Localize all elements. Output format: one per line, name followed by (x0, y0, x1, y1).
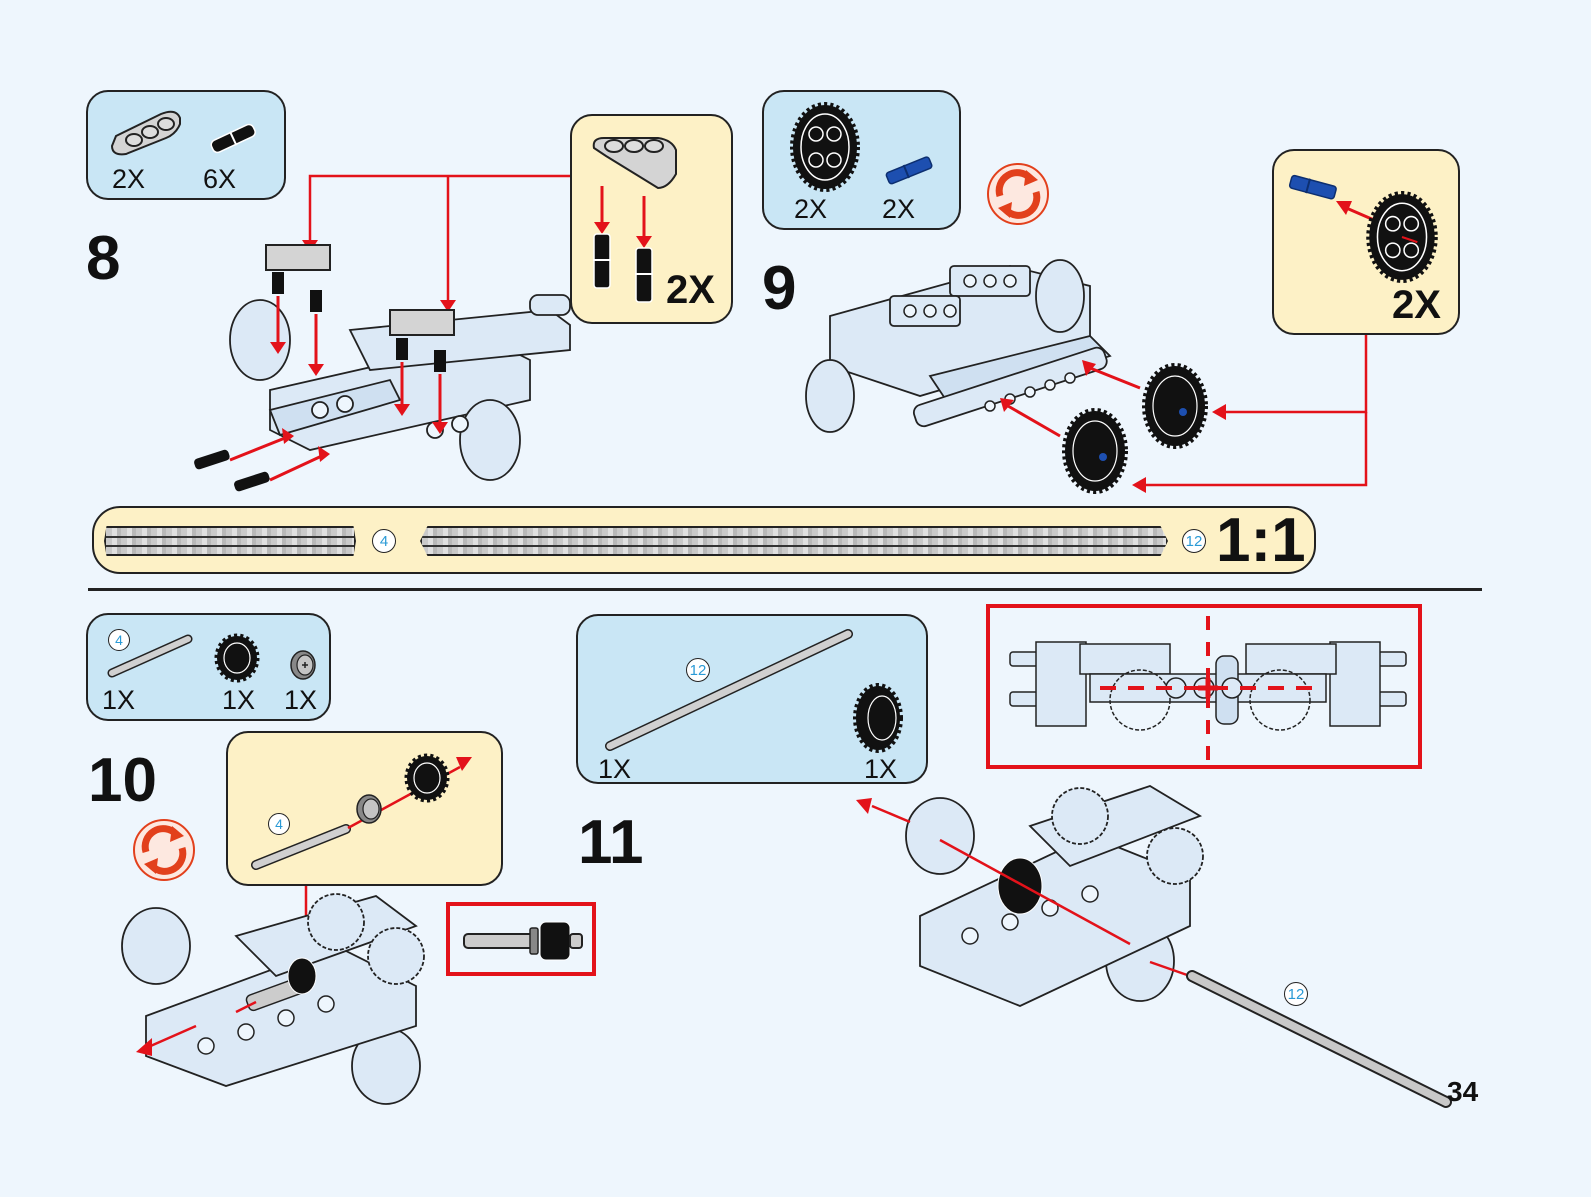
step-10-parts-box: 4 1X 1X 1X (86, 613, 331, 721)
axle-length-badge: 12 (1284, 982, 1308, 1006)
step-number: 11 (578, 808, 644, 877)
page-number: 34 (1447, 1076, 1479, 1107)
beam-3l-icon (592, 137, 677, 190)
part-qty: 1X (864, 754, 898, 784)
part-qty: 2X (882, 194, 916, 224)
axle-icon (605, 629, 853, 751)
part-qty: 6X (203, 164, 237, 194)
top-view-illustration (1009, 616, 1407, 766)
section-divider (88, 588, 1482, 591)
axle-length-badge: 4 (108, 629, 130, 651)
step-8-assembly-illustration (194, 244, 571, 492)
step-11-parts-box: 12 1X 1X (576, 614, 928, 784)
gear-16-icon (214, 633, 260, 683)
bush-icon (290, 650, 316, 680)
step-10-detail-callout (446, 902, 596, 976)
step-11-top-view-callout (986, 604, 1422, 769)
step-9-parts-box: 2X 2X (762, 90, 961, 230)
black-pin-icon (635, 247, 653, 303)
scale-label: 1:1 (1216, 506, 1306, 575)
part-qty: 1X (102, 685, 136, 715)
step-11-assembly-illustration (856, 785, 1452, 1108)
part-qty: 2X (112, 164, 146, 194)
bush-icon (356, 794, 382, 824)
part-qty: 1X (222, 685, 256, 715)
black-pin-icon (593, 233, 611, 289)
axle-12-outline (420, 526, 1168, 556)
step-8-subassembly-box: 2X (570, 114, 733, 324)
gear-16-icon (404, 753, 450, 803)
blue-pin-icon (1288, 174, 1337, 200)
axle-with-gear-icon (463, 921, 583, 961)
part-qty: 1X (598, 754, 632, 784)
step-9-subassembly-box: 2X (1272, 149, 1460, 335)
step-number: 9 (762, 254, 797, 323)
part-qty: 1X (284, 685, 318, 715)
gear-24-icon (790, 102, 860, 192)
subassembly-qty: 2X (1392, 283, 1441, 327)
axle-length-badge: 4 (372, 529, 396, 553)
axle-length-badge: 12 (1182, 529, 1206, 553)
subassembly-qty: 2X (666, 268, 715, 312)
gear-24-icon (1366, 191, 1438, 283)
red-arrow-icon (594, 186, 652, 248)
axle-icon (107, 634, 193, 678)
axle-length-badge: 4 (268, 813, 290, 835)
rotate-model-icon (987, 163, 1049, 225)
beam-3l-icon (110, 110, 181, 156)
step-10-assembly-illustration (121, 893, 425, 1105)
black-pin-icon (210, 123, 256, 154)
axle-ruler: 4 12 1:1 (92, 506, 1316, 574)
blue-pin-icon (885, 156, 933, 185)
part-qty: 2X (794, 194, 828, 224)
step-8-parts-box: 2X 6X (86, 90, 286, 200)
gear-20-icon (853, 683, 903, 753)
axle-4-outline (104, 526, 356, 556)
axle-icon (251, 824, 351, 870)
rotate-model-icon (133, 819, 195, 881)
axle-length-badge: 12 (686, 658, 710, 682)
step-9-assembly-illustration (805, 259, 1208, 494)
step-10-subassembly-box: 4 (226, 731, 503, 886)
step-number: 10 (88, 746, 157, 815)
step-number: 8 (86, 224, 121, 293)
